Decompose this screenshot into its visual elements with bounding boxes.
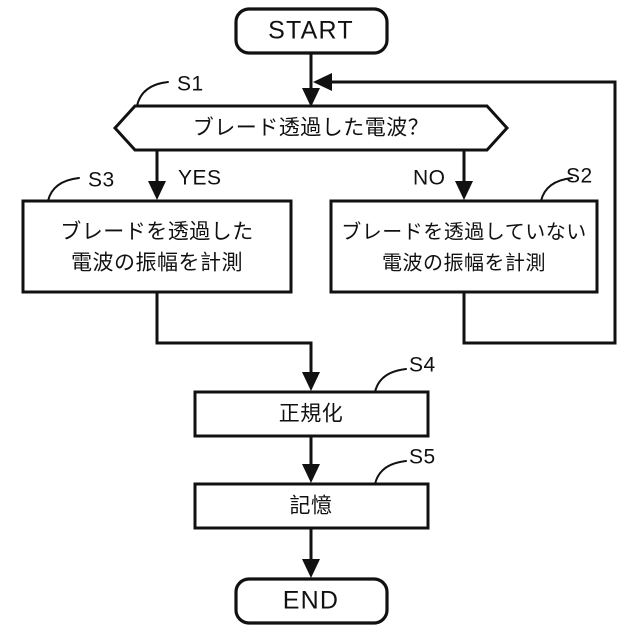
node-process-yes-line1: ブレードを透過した (60, 221, 254, 244)
node-end[interactable]: END (234, 577, 389, 625)
branch-label-no: NO (413, 167, 446, 190)
connector-feedback-loop (313, 73, 617, 345)
step-label-s5: S5 (374, 446, 436, 485)
node-process-yes[interactable]: ブレードを透過した 電波の振幅を計測 (21, 199, 293, 294)
connector-yes-branch (148, 150, 166, 200)
node-store[interactable]: 記憶 (193, 482, 430, 530)
connector-start-to-decision (302, 53, 320, 107)
step-label-s3-text: S3 (88, 169, 115, 192)
node-process-no-line1: ブレードを透過していない (341, 219, 586, 243)
node-process-no[interactable]: ブレードを透過していない 電波の振幅を計測 (329, 199, 599, 294)
node-start[interactable]: START (234, 7, 389, 55)
node-end-label: END (283, 587, 339, 615)
step-label-s3: S3 (47, 169, 115, 202)
node-decision[interactable]: ブレード透過した電波？ (112, 104, 510, 152)
step-label-s1-text: S1 (177, 73, 204, 96)
step-label-s4-text: S4 (409, 354, 436, 377)
connector-store-to-end (302, 528, 320, 578)
step-label-s2-text: S2 (566, 165, 593, 188)
node-start-label: START (268, 17, 354, 45)
connector-no-branch (455, 150, 473, 200)
branch-label-yes: YES (178, 167, 222, 190)
connector-yes-to-normalize (155, 292, 320, 391)
node-process-no-line2: 電波の振幅を計測 (382, 251, 546, 274)
node-store-label: 記憶 (290, 495, 333, 518)
node-normalize[interactable]: 正規化 (193, 390, 430, 438)
node-decision-label: ブレード透過した電波？ (193, 117, 430, 140)
connector-normalize-to-store (302, 436, 320, 483)
node-normalize-label: 正規化 (279, 403, 344, 426)
step-label-s4: S4 (374, 354, 436, 393)
step-label-s1: S1 (136, 73, 204, 107)
node-process-yes-line2: 電波の振幅を計測 (71, 252, 243, 275)
step-label-s2: S2 (540, 165, 593, 202)
step-label-s5-text: S5 (409, 446, 436, 469)
